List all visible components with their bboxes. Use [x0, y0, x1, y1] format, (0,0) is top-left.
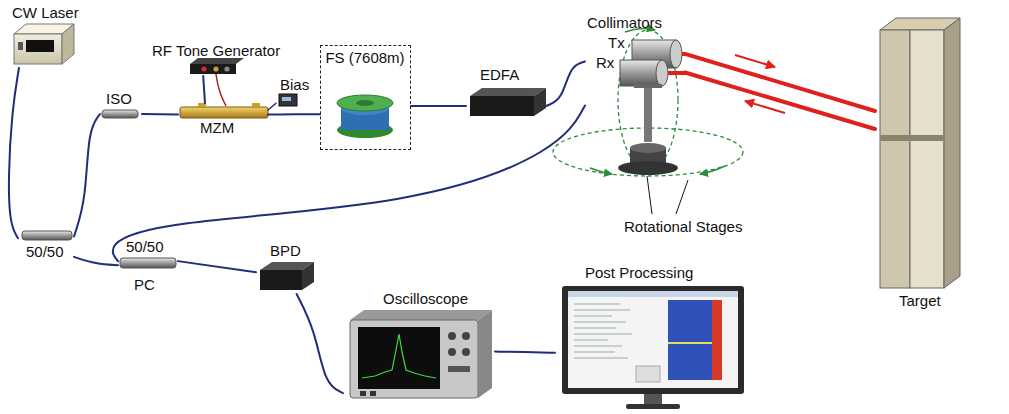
device-node: EDFA [466, 66, 546, 120]
optical-fiber [113, 106, 585, 262]
rf-generator [190, 58, 244, 74]
part-label: Tx [608, 34, 625, 51]
device-node: ISO [100, 90, 142, 120]
device-label: FS (7608m) [321, 49, 409, 66]
optical-fiber [546, 62, 585, 106]
part-label: PC [134, 276, 155, 293]
device-node: BPD [256, 242, 314, 294]
optical-fiber [268, 113, 320, 115]
device-node: Target [875, 15, 965, 315]
laser-source [14, 24, 74, 64]
optical-fiber [297, 294, 343, 393]
beam-direction [745, 101, 785, 113]
device-node: CW Laser [8, 2, 81, 68]
device-label: Post Processing [585, 264, 693, 281]
optical-fiber [142, 113, 178, 116]
device-node: Post Processing [555, 264, 747, 412]
part-label: Rx [596, 54, 614, 71]
isolator [102, 110, 138, 118]
device-label: 50/50 [126, 238, 164, 255]
device-node: MZM [178, 103, 268, 138]
device-node: 50/50 [18, 228, 74, 262]
part-label: Rotational Stages [624, 218, 742, 235]
computer-monitor [562, 286, 744, 409]
photodetector [260, 262, 314, 290]
optical-fiber [178, 261, 256, 272]
device-label: 50/50 [26, 243, 64, 260]
device-label: RF Tone Generator [152, 42, 280, 59]
amplifier [470, 88, 546, 116]
optical-fiber [74, 257, 118, 265]
device-label: BPD [270, 242, 301, 259]
optical-fiber [411, 105, 466, 107]
optical-fiber [74, 114, 100, 237]
device-node: Bias [276, 76, 316, 108]
device-node: FS (7608m) [320, 45, 411, 150]
modulator [180, 103, 268, 118]
device-label: Target [899, 292, 941, 309]
oscilloscope [350, 310, 492, 398]
beam-direction [735, 55, 775, 67]
device-label: Bias [280, 76, 309, 93]
target [880, 18, 960, 288]
optical-fiber [495, 352, 555, 353]
laser-beam [685, 73, 875, 130]
optical-fiber [203, 76, 205, 103]
device-label: ISO [106, 90, 132, 107]
rf-cable [216, 74, 226, 106]
device-label: Oscilloscope [383, 290, 468, 307]
device-label: CW Laser [12, 4, 79, 21]
bias-supply [279, 94, 297, 106]
fiber-coupler [120, 258, 176, 268]
device-label: MZM [200, 119, 234, 136]
device-node: Oscilloscope [343, 290, 495, 402]
collimator-mount [553, 28, 743, 214]
device-node: 50/50 [118, 238, 178, 272]
device-node: RF Tone Generator [150, 42, 283, 76]
device-label: Collimators [587, 14, 662, 31]
optical-fiber [9, 68, 19, 238]
fiber-spool [337, 95, 393, 138]
device-label: EDFA [480, 66, 519, 83]
fiber-coupler [22, 231, 72, 240]
optical-fiber [268, 103, 276, 110]
